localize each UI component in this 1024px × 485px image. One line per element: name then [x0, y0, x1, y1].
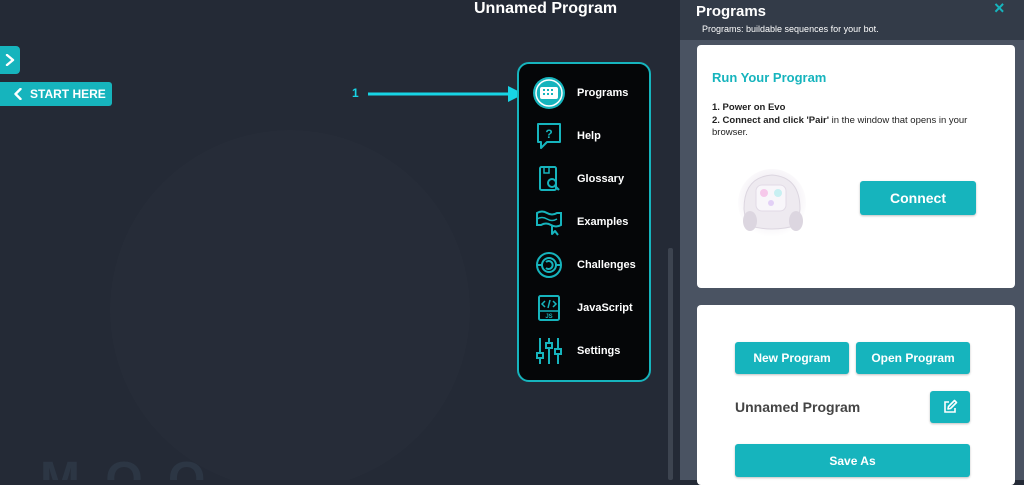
step-2-bold-text: 2. Connect and click 'Pair' — [712, 115, 829, 126]
settings-icon — [531, 334, 567, 368]
annotation-marker-1: 1 — [352, 86, 359, 100]
run-program-card — [697, 45, 1015, 288]
program-name: Unnamed Program — [735, 399, 861, 415]
examples-icon — [531, 205, 567, 239]
challenges-icon — [531, 248, 567, 282]
menu-item-label: Settings — [577, 345, 621, 357]
connect-button[interactable]: Connect — [860, 181, 976, 215]
menu-item-javascript[interactable]: JS JavaScript — [531, 291, 649, 325]
menu-item-label: Challenges — [577, 259, 636, 271]
run-program-title: Run Your Program — [712, 70, 827, 85]
close-panel-button[interactable]: × — [994, 0, 1005, 19]
svg-text:?: ? — [545, 127, 552, 141]
menu-item-examples[interactable]: Examples — [531, 205, 649, 239]
expand-sidebar-button[interactable] — [0, 46, 20, 74]
open-program-button[interactable]: Open Program — [856, 342, 970, 374]
workspace-watermark — [110, 130, 470, 480]
step-1-text: 1. Power on Evo — [712, 102, 786, 113]
panel-title: Programs — [696, 3, 767, 20]
program-title: Unnamed Program — [474, 0, 618, 17]
workspace-watermark-text: M O O — [40, 453, 212, 480]
programs-icon — [531, 76, 567, 110]
panel-subtitle: Programs: buildable sequences for your b… — [702, 24, 879, 34]
menu-item-programs[interactable]: Programs — [531, 76, 649, 110]
side-menu: Programs ? Help Glossary — [517, 62, 651, 382]
instruction-step-2: 2. Connect and click 'Pair' in the windo… — [712, 115, 1002, 139]
annotation-arrow-1 — [368, 86, 524, 102]
instruction-step-1: 1. Power on Evo — [712, 102, 1002, 114]
chevron-left-icon — [14, 88, 22, 100]
menu-item-label: JavaScript — [577, 302, 633, 314]
menu-item-challenges[interactable]: Challenges — [531, 248, 649, 282]
edit-name-button[interactable] — [930, 391, 970, 423]
chevron-right-icon — [5, 54, 15, 66]
save-as-button[interactable]: Save As — [735, 444, 970, 477]
close-icon: × — [994, 0, 1005, 18]
glossary-icon — [531, 162, 567, 196]
help-icon: ? — [531, 119, 567, 153]
evo-robot-image — [738, 169, 806, 237]
panel-header — [680, 0, 1024, 40]
workspace-scrollbar[interactable] — [668, 248, 673, 480]
menu-item-glossary[interactable]: Glossary — [531, 162, 649, 196]
step-2-text: in the window that opens in your browser… — [712, 115, 968, 138]
javascript-icon: JS — [531, 291, 567, 325]
svg-text:JS: JS — [545, 314, 552, 320]
menu-item-help[interactable]: ? Help — [531, 119, 649, 153]
start-here-label: START HERE — [30, 87, 106, 101]
start-here-button[interactable]: START HERE — [0, 82, 112, 106]
pencil-edit-icon — [944, 399, 958, 413]
menu-item-label: Help — [577, 130, 601, 142]
menu-item-settings[interactable]: Settings — [531, 334, 649, 368]
menu-item-label: Glossary — [577, 173, 625, 185]
new-program-button[interactable]: New Program — [735, 342, 849, 374]
menu-item-label: Examples — [577, 216, 629, 228]
menu-item-label: Programs — [577, 87, 629, 99]
